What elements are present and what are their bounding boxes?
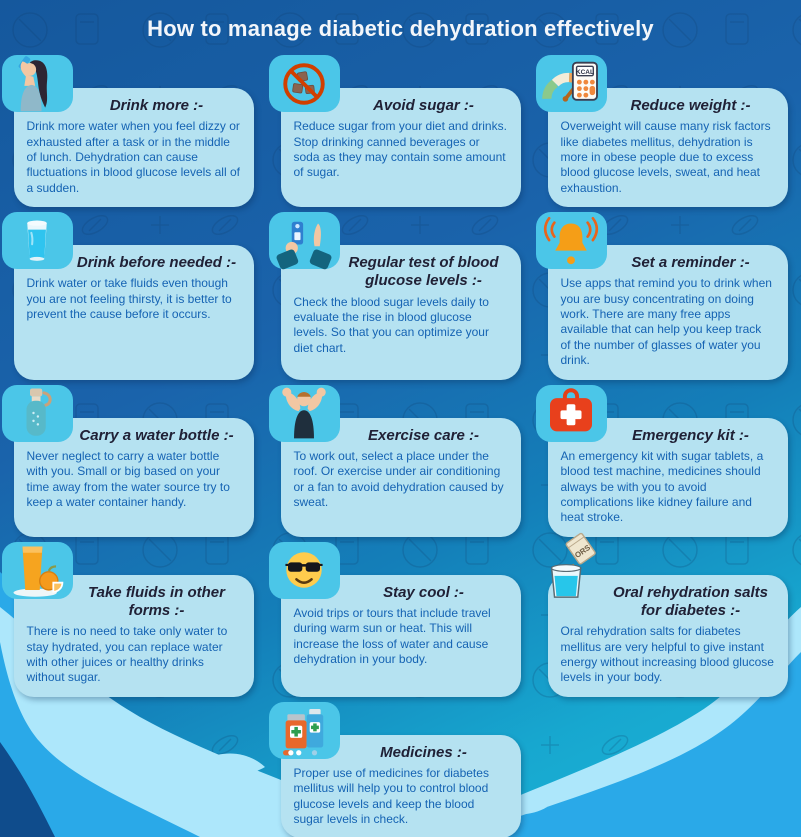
card-title: Medicines :- — [380, 743, 467, 761]
card-title: Carry a water bottle :- — [79, 426, 234, 444]
card-reduce-weight: KCAL Reduce weight :- Overweight will ca… — [535, 55, 788, 208]
card-take-fluids: Take fluids in other forms :- There is n… — [1, 541, 254, 697]
reminder-bell-icon — [543, 216, 599, 264]
water-bottle-icon — [26, 388, 52, 436]
card-emergency-kit: Emergency kit :- An emergency kit with s… — [535, 384, 788, 537]
card-drink-more: Drink more :- Drink more water when you … — [1, 55, 254, 208]
icon-tile — [268, 55, 340, 112]
card-body: To work out, select a place under the ro… — [293, 448, 504, 509]
card-body: There is no need to take only water to s… — [26, 624, 228, 685]
card-title: Set a reminder :- — [631, 254, 750, 272]
icon-tile — [268, 212, 340, 270]
card-grid: Drink more :- Drink more water when you … — [0, 55, 801, 837]
row-3: Carry a water bottle :- Never neglect to… — [0, 384, 801, 537]
card-body: Check the blood sugar levels daily to ev… — [293, 294, 489, 355]
left-wave-decoration — [0, 572, 420, 837]
card-title: Avoid sugar :- — [373, 97, 474, 114]
row-2: Drink before needed :- Drink water or ta… — [0, 212, 801, 380]
icon-tile — [1, 212, 73, 270]
card-body: An emergency kit with sugar tablets, a b… — [560, 448, 764, 525]
card-body: Never neglect to carry a water bottle wi… — [26, 448, 230, 509]
medicine-bottles-icon — [283, 709, 324, 756]
icon-tile — [1, 541, 73, 599]
ors-glass-icon: ORS — [550, 532, 596, 598]
icon-tile — [535, 212, 607, 270]
icon-tile — [1, 384, 73, 442]
card-body: Overweight will cause many risk factors … — [560, 119, 771, 195]
card-title: Exercise care :- — [368, 426, 479, 444]
icon-tile — [535, 384, 607, 442]
card-oral-rehydration-salts: ORS Oral rehydration salts for diabetes … — [547, 532, 788, 697]
card-body: Reduce sugar from your diet and drinks. … — [293, 119, 507, 180]
card-medicines: Medicines :- Proper use of medicines for… — [268, 701, 521, 837]
no-sugar-icon — [283, 62, 325, 105]
icon-tile — [1, 55, 73, 112]
card-drink-before-needed: Drink before needed :- Drink water or ta… — [1, 212, 254, 380]
card-body: Drink more water when you feel dizzy or … — [26, 119, 240, 195]
kcal-label: KCAL — [576, 68, 594, 75]
card-title: Oral rehydration salts for diabetes :- — [612, 583, 769, 619]
cool-emoji-icon — [285, 552, 323, 588]
card-set-a-reminder: Set a reminder :- Use apps that remind y… — [535, 212, 788, 380]
woman-drinking-icon — [18, 55, 48, 111]
flexing-muscles-icon — [282, 387, 326, 439]
card-title: Emergency kit :- — [632, 426, 749, 444]
icon-tile: KCAL — [535, 55, 607, 112]
card-title: Reduce weight :- — [630, 97, 751, 114]
card-title: Drink more :- — [109, 97, 204, 114]
row-4: Take fluids in other forms :- There is n… — [0, 532, 801, 697]
card-avoid-sugar: Avoid sugar :- Reduce sugar from your di… — [268, 55, 521, 208]
first-aid-kit-icon — [550, 388, 592, 432]
icon-tile — [268, 701, 340, 759]
glucose-meter-icon — [276, 221, 332, 269]
card-body: Oral rehydration salts for diabetes mell… — [560, 624, 774, 685]
card-body: Drink water or take fluids even though y… — [26, 276, 232, 322]
icon-tile: ORS — [536, 532, 607, 599]
calorie-gauge-icon: KCAL — [542, 61, 598, 102]
orange-juice-icon — [13, 546, 64, 597]
card-body: Use apps that remind you to drink when y… — [560, 276, 772, 368]
card-title: Drink before needed :- — [76, 254, 237, 272]
icon-tile — [268, 384, 340, 442]
page-title: How to manage diabetic dehydration effec… — [147, 16, 654, 41]
card-title: Take fluids in other forms :- — [88, 583, 225, 619]
card-exercise-care: Exercise care :- To work out, select a p… — [268, 384, 521, 537]
row-5: Medicines :- Proper use of medicines for… — [0, 701, 801, 837]
icon-tile — [268, 541, 340, 599]
card-body: Proper use of medicines for diabetes mel… — [293, 765, 489, 827]
card-title: Regular test of blood glucose levels :- — [348, 254, 499, 290]
water-glass-icon — [27, 220, 47, 261]
card-body: Avoid trips or tours that include travel… — [293, 605, 491, 667]
card-carry-water-bottle: Carry a water bottle :- Never neglect to… — [1, 384, 254, 537]
card-stay-cool: Stay cool :- Avoid trips or tours that i… — [268, 541, 521, 697]
card-regular-test: Regular test of blood glucose levels :- … — [268, 212, 521, 380]
card-title: Stay cool :- — [383, 583, 464, 601]
row-1: Drink more :- Drink more water when you … — [0, 55, 801, 208]
